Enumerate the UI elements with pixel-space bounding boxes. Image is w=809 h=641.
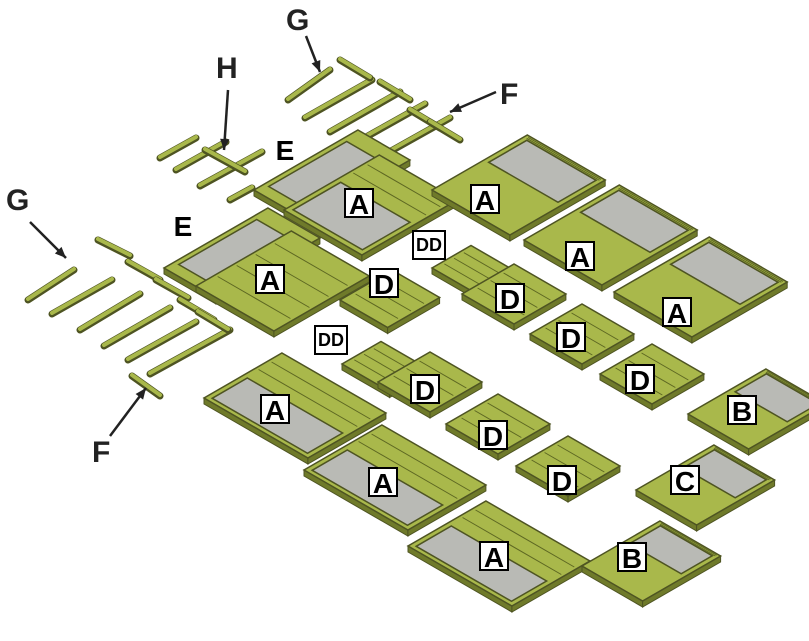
label-e: E: [168, 212, 198, 242]
label-a: A: [368, 467, 398, 497]
callout-g: G: [286, 6, 309, 36]
label-d: D: [556, 322, 586, 352]
label-a: A: [479, 541, 509, 571]
callout-f: F: [92, 438, 110, 468]
label-d: D: [369, 268, 399, 298]
callout-h: H: [216, 54, 238, 84]
label-d: D: [625, 364, 655, 394]
label-b: B: [617, 542, 647, 572]
label-dd: DD: [314, 325, 348, 355]
label-c: C: [670, 465, 700, 495]
label-a: A: [344, 188, 374, 218]
label-dd: DD: [412, 230, 446, 260]
label-a: A: [565, 241, 595, 271]
label-e: E: [270, 136, 300, 166]
label-d: D: [495, 283, 525, 313]
label-b: B: [727, 395, 757, 425]
callout-g: G: [6, 186, 29, 216]
label-a: A: [255, 264, 285, 294]
callout-f: F: [500, 80, 518, 110]
label-a: A: [470, 184, 500, 214]
label-d: D: [410, 374, 440, 404]
label-d: D: [547, 465, 577, 495]
panel-c: [636, 445, 775, 531]
label-a: A: [662, 297, 692, 327]
panel-b: [582, 521, 721, 607]
label-a: A: [260, 394, 290, 424]
label-d: D: [478, 420, 508, 450]
